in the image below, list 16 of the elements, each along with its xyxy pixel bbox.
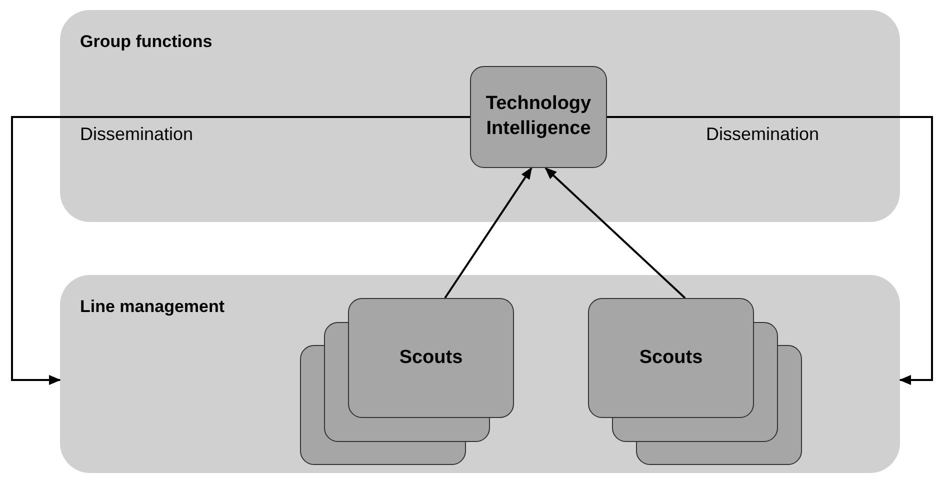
process-box [470,66,607,168]
group-band [60,10,900,222]
box-label: Technology Intelligence [484,92,592,141]
box-label: Scouts [639,346,703,370]
band-heading: Line management [80,297,225,317]
arrow [444,167,532,299]
arrow [11,116,470,385]
process-box [348,298,514,418]
band-heading: Group functions [80,32,212,52]
box-label: Scouts [399,346,463,370]
group-band [60,275,900,473]
process-box [588,298,754,418]
edge-label: Dissemination [706,124,820,145]
arrow [544,167,686,299]
arrow [607,116,933,385]
edge-label: Dissemination [80,124,194,145]
